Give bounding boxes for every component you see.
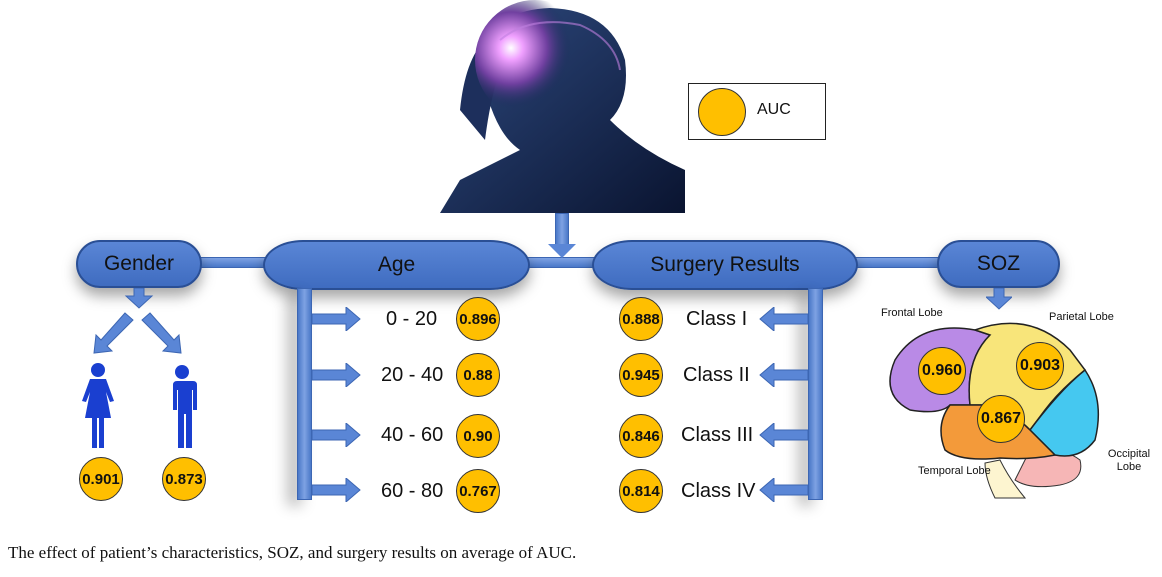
auc-male: 0.873	[162, 457, 206, 501]
soz-title: SOZ	[976, 252, 1021, 275]
temporal-lobe-label: Temporal Lobe	[918, 465, 991, 477]
age-range-label: 20 - 40	[381, 364, 444, 386]
arrow-down-icon	[548, 244, 576, 258]
auc-age: 0.90	[456, 414, 500, 458]
age-header: Age	[263, 240, 530, 290]
frontal-lobe-label: Frontal Lobe	[881, 307, 943, 319]
auc-age: 0.767	[456, 469, 500, 513]
arrow-right-icon	[312, 478, 361, 502]
gender-split-arrows	[93, 288, 182, 354]
auc-age: 0.896	[456, 297, 500, 341]
arrow-left-icon	[759, 307, 808, 331]
arrow-right-icon	[312, 363, 361, 387]
arrow-left-icon	[759, 363, 808, 387]
auc-female: 0.901	[79, 457, 123, 501]
surgery-title: Surgery Results	[650, 253, 800, 276]
auc-parietal-lobe: 0.903	[1016, 342, 1064, 390]
age-range-label: 60 - 80	[381, 480, 444, 502]
soz-header: SOZ	[937, 240, 1060, 288]
figure-caption: The effect of patient’s characteristics,…	[8, 543, 577, 562]
age-range-label: 0 - 20	[386, 308, 438, 330]
parietal-lobe-label: Parietal Lobe	[1049, 311, 1114, 323]
age-range-label: 40 - 60	[381, 424, 444, 446]
legend-box: AUC	[688, 83, 826, 140]
arrow-right-icon	[312, 423, 361, 447]
auc-surgery: 0.888	[619, 297, 663, 341]
auc-surgery: 0.945	[619, 353, 663, 397]
arrow-left-icon	[759, 478, 808, 502]
surgery-class-label: Class III	[681, 424, 754, 446]
arrow-right-icon	[312, 307, 361, 331]
gender-title: Gender	[103, 252, 175, 275]
surgery-class-label: Class II	[683, 364, 750, 386]
arrow-left-icon	[759, 423, 808, 447]
age-branch-bar	[297, 288, 312, 500]
occipital-lobe-label: Occipital Lobe	[1107, 448, 1151, 473]
auc-frontal-lobe: 0.960	[918, 347, 966, 395]
surgery-class-label: Class IV	[681, 480, 756, 502]
male-icon	[171, 365, 197, 448]
surgery-branch-bar	[808, 288, 823, 500]
legend-auc-swatch	[698, 88, 746, 136]
auc-surgery: 0.846	[619, 414, 663, 458]
surgery-header: Surgery Results	[592, 240, 858, 290]
surgery-class-label: Class I	[686, 308, 748, 330]
auc-temporal-lobe: 0.867	[977, 395, 1025, 443]
auc-surgery: 0.814	[619, 469, 663, 513]
arrow-down-icon	[986, 288, 1012, 310]
legend-label: AUC	[757, 101, 791, 118]
top-down-arrow-shaft	[555, 213, 569, 247]
gender-header: Gender	[76, 240, 202, 288]
age-title: Age	[377, 253, 416, 276]
female-icon	[82, 363, 114, 448]
auc-age: 0.88	[456, 353, 500, 397]
headache-brain-image	[440, 0, 685, 213]
